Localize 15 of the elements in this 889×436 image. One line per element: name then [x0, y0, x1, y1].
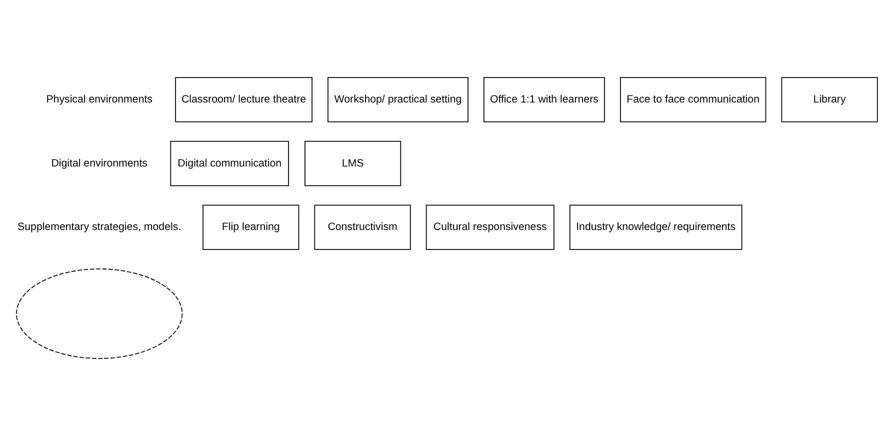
node-box: Library: [781, 77, 878, 122]
node-box: Flip learning: [202, 204, 300, 250]
label: Supplementary strategies, models.: [18, 221, 182, 234]
node-ellipse: [16, 268, 183, 359]
label: Physical environments: [46, 93, 152, 106]
node-box: LMS: [304, 140, 402, 186]
node-box: Digital communication: [170, 140, 289, 186]
node-box: Industry knowledge/ requirements: [569, 204, 742, 250]
node-box: Face to face communication: [620, 77, 766, 122]
node-box: Classroom/ lecture theatre: [175, 77, 312, 122]
label: Digital environments: [51, 157, 148, 170]
node-box: Cultural responsiveness: [426, 204, 554, 250]
node-box: Workshop/ practical setting: [328, 77, 468, 122]
node-box: Constructivism: [314, 204, 411, 250]
node-box: Office 1:1 with learners: [484, 77, 605, 122]
